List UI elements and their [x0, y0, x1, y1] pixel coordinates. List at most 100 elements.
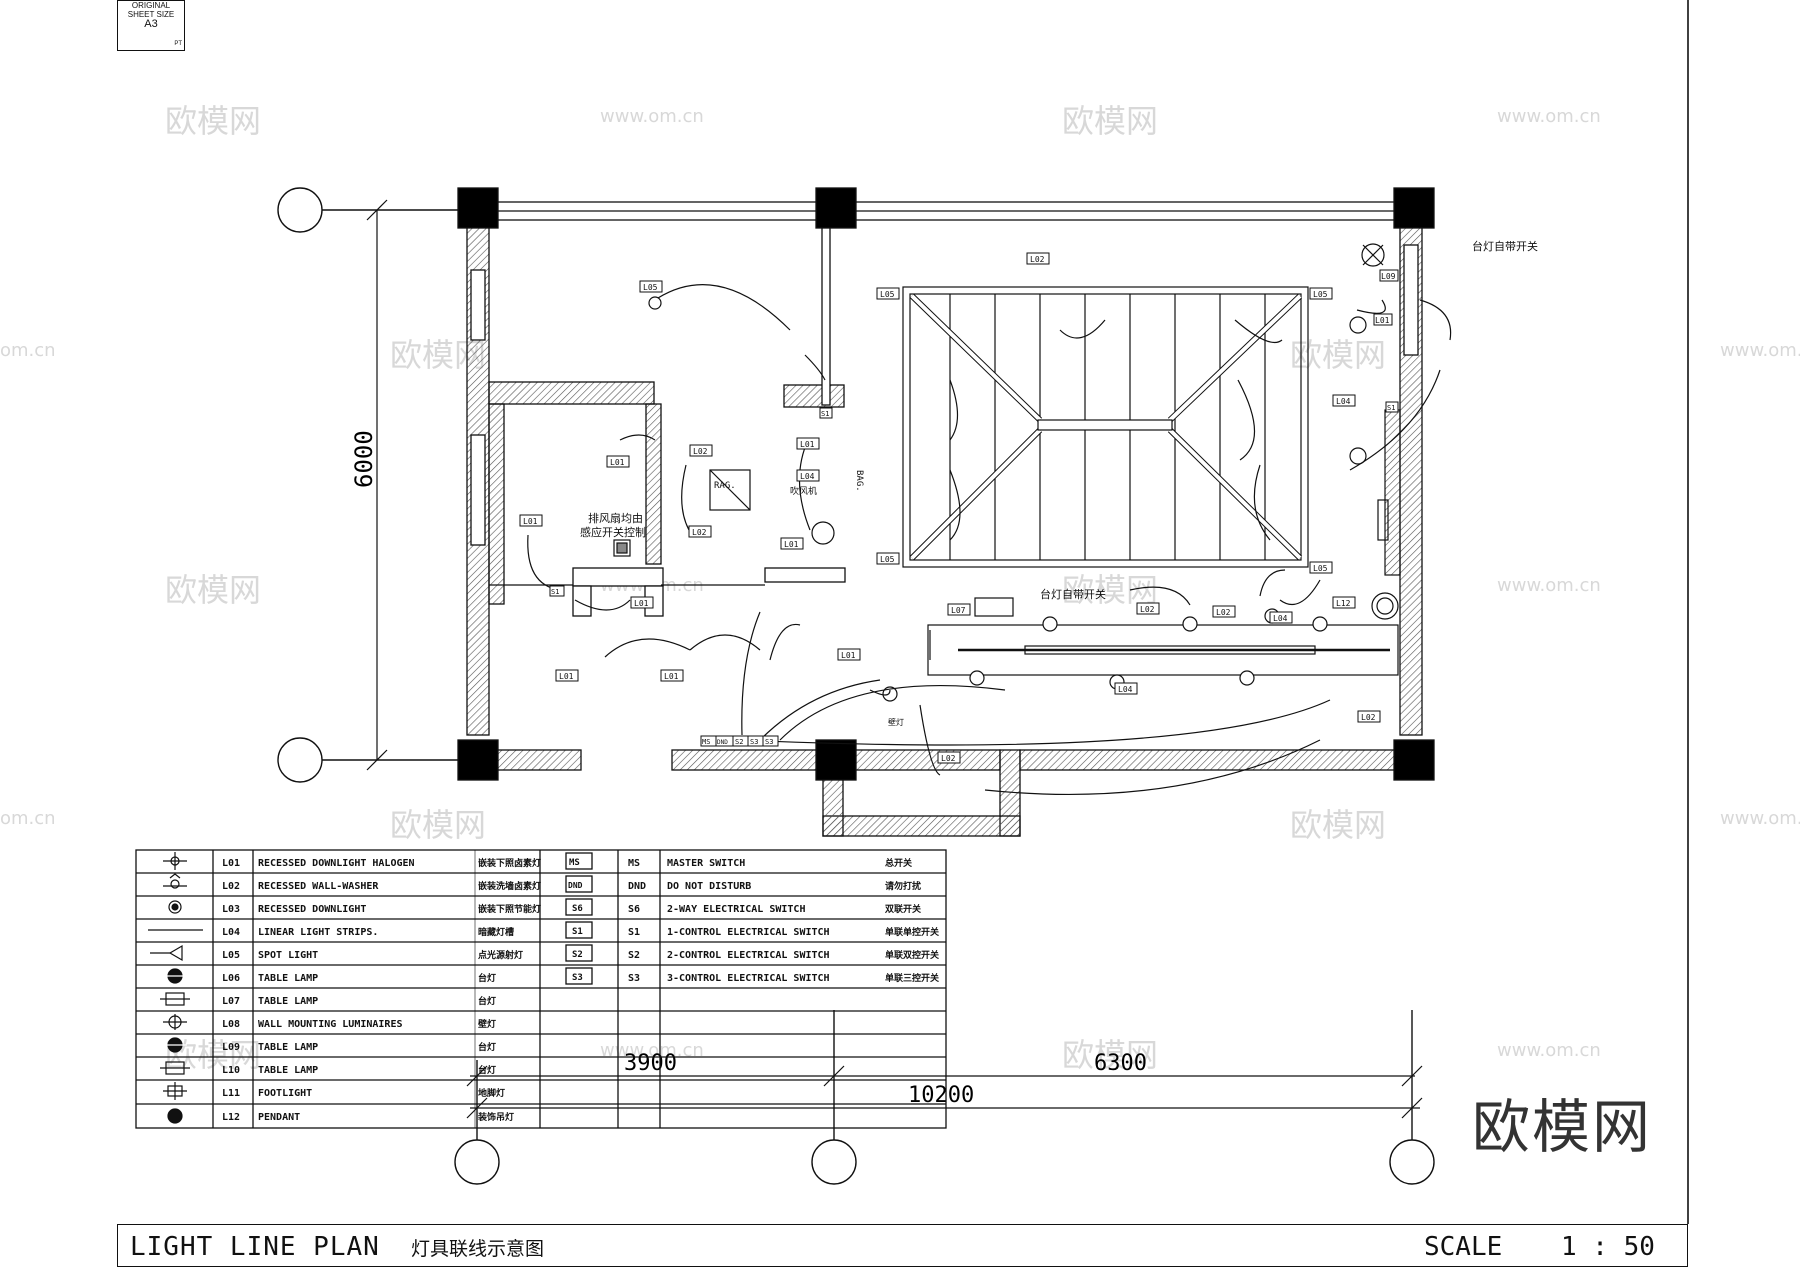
tag-l01: L01	[841, 651, 856, 660]
svg-text:双联开关: 双联开关	[885, 903, 921, 915]
svg-text:L10: L10	[222, 1065, 240, 1076]
svg-text:MASTER SWITCH: MASTER SWITCH	[667, 858, 745, 869]
switch-symbols	[565, 852, 593, 985]
tag-l01: L01	[610, 458, 625, 467]
svg-text:MS: MS	[569, 858, 580, 868]
tag-l02: L02	[692, 528, 707, 537]
svg-text:S2: S2	[572, 950, 583, 960]
dimension-height: 6000	[350, 430, 378, 488]
legend-icons	[148, 852, 203, 1124]
downlight-icon	[648, 296, 662, 310]
tag-l01: L01	[800, 440, 815, 449]
tag-l01: L01	[664, 672, 679, 681]
tag-l05: L05	[1313, 290, 1328, 299]
downlight-icon	[1042, 616, 1058, 632]
svg-text:单联单控开关: 单联单控开关	[885, 926, 939, 938]
tag-s1: S1	[821, 410, 829, 418]
svg-text:L12: L12	[222, 1112, 240, 1123]
downlight-icon	[1349, 447, 1367, 465]
svg-text:单联三控开关: 单联三控开关	[885, 972, 939, 984]
svg-text:嵌装下照卤素灯: 嵌装下照卤素灯	[478, 857, 541, 869]
svg-text:1-CONTROL ELECTRICAL SWITCH: 1-CONTROL ELECTRICAL SWITCH	[667, 927, 830, 938]
svg-text:MS: MS	[628, 858, 640, 869]
svg-text:S6: S6	[628, 904, 640, 915]
tag-s3: S3	[750, 738, 758, 746]
svg-text:L11: L11	[222, 1088, 240, 1099]
tag-l02: L02	[693, 447, 708, 456]
grid-bubble	[277, 187, 323, 233]
svg-text:装饰吊灯: 装饰吊灯	[477, 1111, 514, 1123]
scale-value: 1 : 50	[1561, 1232, 1655, 1262]
table-lamp-icon	[163, 968, 187, 984]
tag-l04: L04	[1336, 397, 1351, 406]
grid-bubble	[1389, 1139, 1435, 1185]
downlight-icon	[1239, 670, 1255, 686]
plan-annotations: 排风扇均由 感应开关控制 台灯自带开关 台灯自带开关 吹风机 RAG. BAG.…	[580, 239, 1538, 727]
tag-l05: L05	[880, 555, 895, 564]
grid-bubble	[811, 1139, 857, 1185]
tag-dnd: DND	[717, 739, 728, 746]
tag-s2: S2	[735, 738, 743, 746]
pendant-icon	[811, 521, 835, 545]
svg-text:TABLE LAMP: TABLE LAMP	[258, 973, 318, 984]
svg-text:L05: L05	[222, 950, 240, 961]
svg-text:DND: DND	[628, 881, 646, 892]
svg-text:L04: L04	[222, 927, 240, 938]
pendant-icon	[167, 1108, 183, 1124]
brand-watermark: 欧模网	[1472, 1093, 1653, 1161]
table-lamp-icon	[163, 1037, 187, 1053]
svg-text:L02: L02	[222, 881, 240, 892]
svg-text:S3: S3	[628, 973, 640, 984]
svg-text:2-WAY ELECTRICAL SWITCH: 2-WAY ELECTRICAL SWITCH	[667, 904, 805, 915]
tag-l05: L05	[643, 283, 658, 292]
svg-text:3-CONTROL ELECTRICAL SWITCH: 3-CONTROL ELECTRICAL SWITCH	[667, 973, 830, 984]
svg-text:L08: L08	[222, 1019, 240, 1030]
svg-text:S3: S3	[572, 973, 583, 983]
exhaust-note-line1: 排风扇均由	[588, 511, 643, 525]
tag-l02: L02	[1216, 608, 1231, 617]
svg-text:点光源射灯: 点光源射灯	[478, 949, 523, 961]
svg-text:TABLE LAMP: TABLE LAMP	[258, 1065, 318, 1076]
svg-text:地脚灯: 地脚灯	[478, 1087, 505, 1099]
svg-text:台灯: 台灯	[478, 1064, 496, 1076]
tag-l01: L01	[523, 517, 538, 526]
svg-text:RECESSED DOWNLIGHT HALOGEN: RECESSED DOWNLIGHT HALOGEN	[258, 858, 415, 869]
tag-l02: L02	[1140, 605, 1155, 614]
dimension-lines	[366, 199, 1423, 1119]
svg-text:LINEAR LIGHT STRIPS.: LINEAR LIGHT STRIPS.	[258, 927, 378, 938]
table-lamp-box-icon	[160, 992, 190, 1006]
tag-s3: S3	[765, 738, 773, 746]
svg-text:SPOT LIGHT: SPOT LIGHT	[258, 950, 318, 961]
ceiling-coffer	[902, 286, 1309, 568]
footlight-icon	[163, 1082, 187, 1100]
svg-text:2-CONTROL ELECTRICAL SWITCH: 2-CONTROL ELECTRICAL SWITCH	[667, 950, 830, 961]
svg-text:RECESSED WALL-WASHER: RECESSED WALL-WASHER	[258, 881, 379, 892]
svg-text:TABLE LAMP: TABLE LAMP	[258, 1042, 318, 1053]
svg-text:嵌装下照节能灯: 嵌装下照节能灯	[478, 903, 541, 915]
svg-text:总开关: 总开关	[885, 857, 912, 869]
table-lamp-switch-note: 台灯自带开关	[1040, 587, 1106, 601]
tag-l12: L12	[1336, 599, 1351, 608]
svg-text:L09: L09	[222, 1042, 240, 1053]
downlight-icon	[1182, 616, 1198, 632]
svg-text:嵌装洗墙卤素灯: 嵌装洗墙卤素灯	[478, 880, 541, 892]
exhaust-note-line2: 感应开关控制	[580, 525, 646, 539]
bag-label: BAG.	[854, 470, 864, 492]
tag-l07: L07	[951, 606, 966, 615]
svg-text:L07: L07	[222, 996, 240, 1007]
wall-luminaire-icon	[163, 1014, 187, 1030]
sheet-original-label: ORIGINAL	[131, 1, 171, 10]
svg-text:S6: S6	[572, 904, 583, 914]
dimension-span-left: 3900	[624, 1051, 677, 1076]
spot-light-icon	[150, 944, 183, 962]
fixture-tags: L05 L01 L01 L01 L01 L01 L02 L02 L01 L04 …	[519, 252, 1399, 764]
walls	[457, 187, 1435, 837]
tag-l04: L04	[1118, 685, 1133, 694]
svg-text:台灯: 台灯	[478, 995, 496, 1007]
dimension-span-right: 6300	[1094, 1051, 1147, 1076]
downlight-icon	[969, 670, 985, 686]
tag-l09: L09	[1381, 272, 1396, 281]
title-block: LIGHT LINE PLAN 灯具联线示意图 SCALE 1 : 50	[117, 1224, 1688, 1267]
svg-text:暗藏灯槽: 暗藏灯槽	[478, 926, 514, 938]
svg-text:TABLE LAMP: TABLE LAMP	[258, 996, 318, 1007]
